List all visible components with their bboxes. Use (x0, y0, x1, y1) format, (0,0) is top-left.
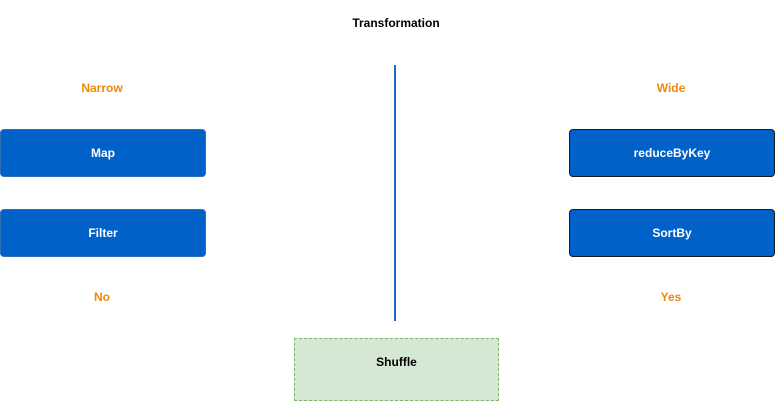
diagram-title: Transformation (352, 16, 440, 30)
sortby-node-label: SortBy (652, 226, 692, 240)
shuffle-node-label: Shuffle (376, 355, 417, 369)
sortby-node: SortBy (569, 209, 775, 257)
wide-shuffle-answer: Yes (660, 290, 682, 304)
map-node-label: Map (91, 146, 115, 160)
narrow-shuffle-answer: No (94, 290, 110, 304)
wide-heading: Wide (656, 81, 686, 95)
reducebykey-node-label: reduceByKey (633, 146, 711, 160)
narrow-heading: Narrow (81, 81, 123, 95)
reducebykey-node: reduceByKey (569, 129, 775, 177)
filter-node-label: Filter (88, 226, 118, 240)
shuffle-node: Shuffle (294, 338, 499, 401)
center-divider (394, 65, 396, 321)
filter-node: Filter (0, 209, 206, 257)
map-node: Map (0, 129, 206, 177)
